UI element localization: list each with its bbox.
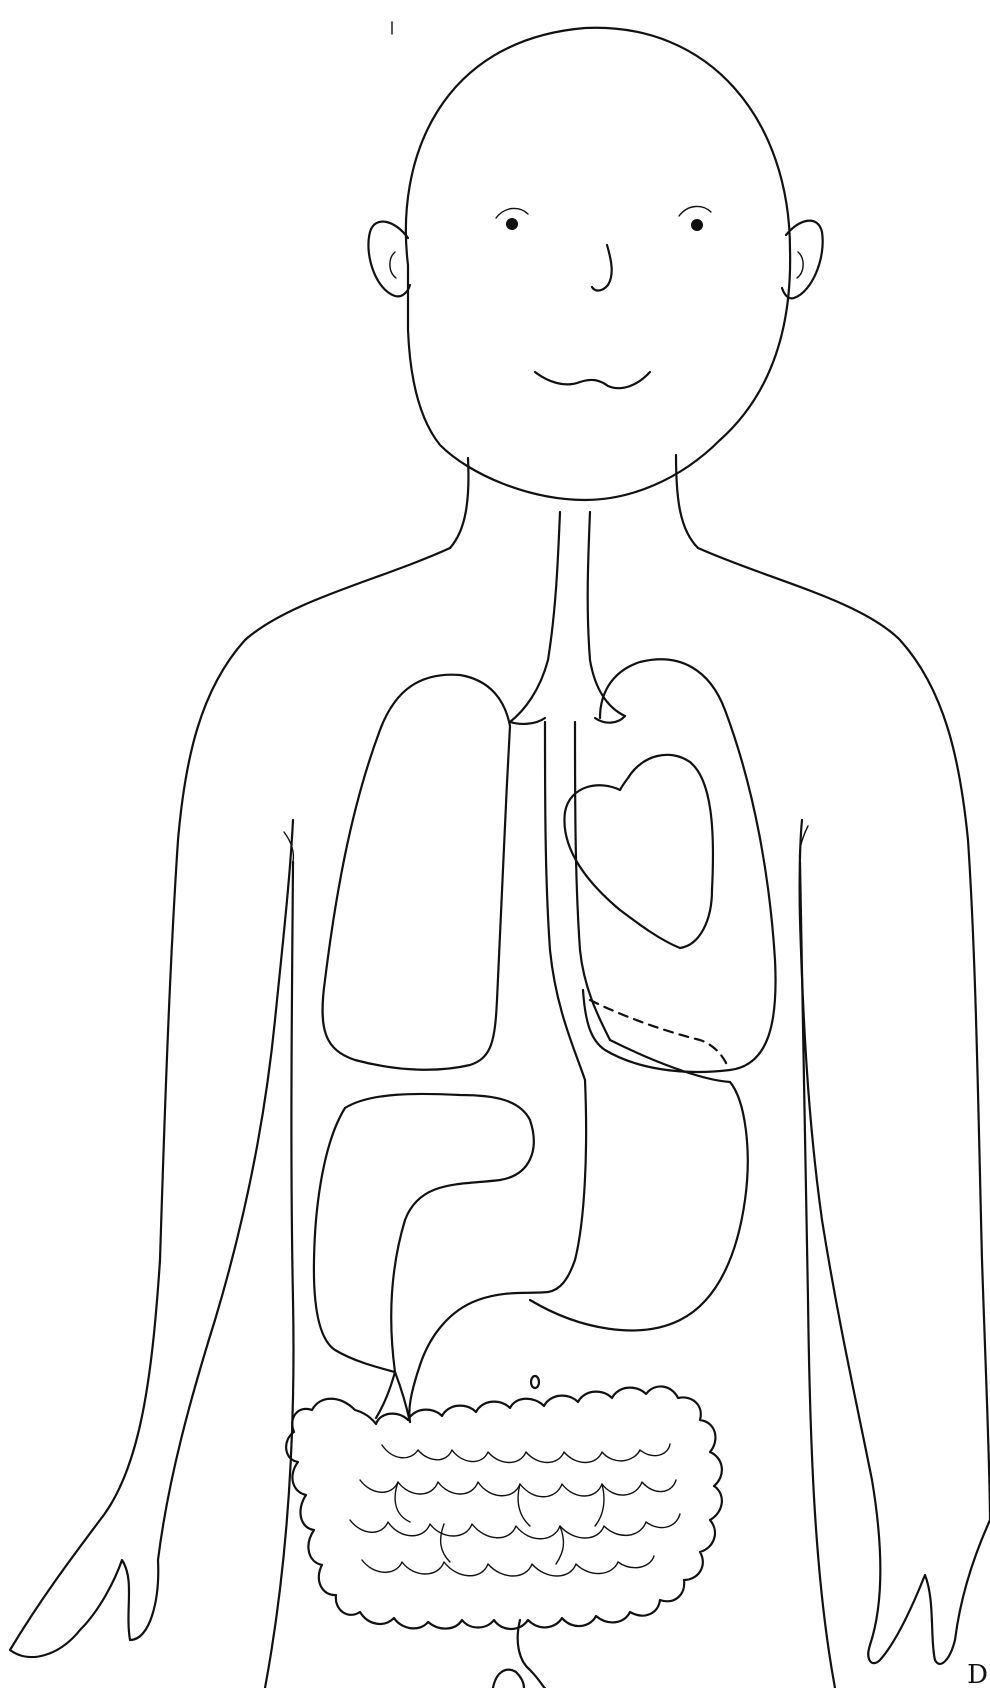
heart: [564, 755, 713, 948]
navel: [531, 1376, 539, 1388]
head-outline: [406, 28, 790, 500]
left-eyebrow: [496, 208, 528, 218]
right-torso-side: [800, 862, 835, 1688]
trachea-right-wall: [588, 512, 625, 716]
right-lung-dashed-fold: [590, 1000, 728, 1068]
left-ear-inner: [390, 252, 396, 278]
head: [368, 28, 822, 500]
small-intestine: [350, 1444, 680, 1576]
small-intestine-loop-c: [595, 1484, 604, 1526]
liver: [314, 1094, 534, 1372]
stomach-outer: [530, 1040, 748, 1330]
esophagus: [545, 722, 610, 1080]
stomach: [409, 1080, 586, 1422]
small-intestine-loop-a: [395, 1482, 410, 1522]
left-eye: [496, 208, 528, 230]
esophagus-right-wall: [575, 722, 610, 1040]
body-outline: [10, 455, 990, 1688]
navel-bottom-mark: [493, 1670, 524, 1688]
left-shoulder-arm: [10, 548, 450, 1657]
large-intestine: [286, 1386, 722, 1629]
esophagus-left-wall: [545, 722, 585, 1080]
left-ear: [368, 222, 410, 297]
neck-left: [450, 458, 468, 548]
small-intestine-loop-d: [441, 1524, 450, 1562]
right-ear-inner: [797, 252, 803, 278]
neck-right: [676, 455, 698, 548]
small-intestine-loop-b: [518, 1484, 530, 1526]
small-intestine-coil-4: [362, 1556, 654, 1576]
mouth: [535, 372, 650, 388]
right-hand: [868, 1480, 990, 1664]
left-pupil: [506, 218, 518, 230]
right-eyebrow: [679, 206, 711, 216]
left-inner-arm: [158, 820, 293, 1560]
trachea: [510, 512, 625, 724]
trachea-left-wall: [510, 512, 560, 722]
small-intestine-coil-1: [382, 1444, 670, 1463]
corner-mark: D: [967, 1662, 988, 1688]
small-intestine-coil-3: [350, 1514, 680, 1539]
left-lung: [323, 675, 510, 1070]
nose: [592, 245, 612, 291]
right-pupil: [691, 219, 703, 231]
right-shoulder-arm: [698, 548, 990, 1520]
duodenum-left: [376, 1372, 395, 1418]
right-eye: [679, 206, 711, 231]
